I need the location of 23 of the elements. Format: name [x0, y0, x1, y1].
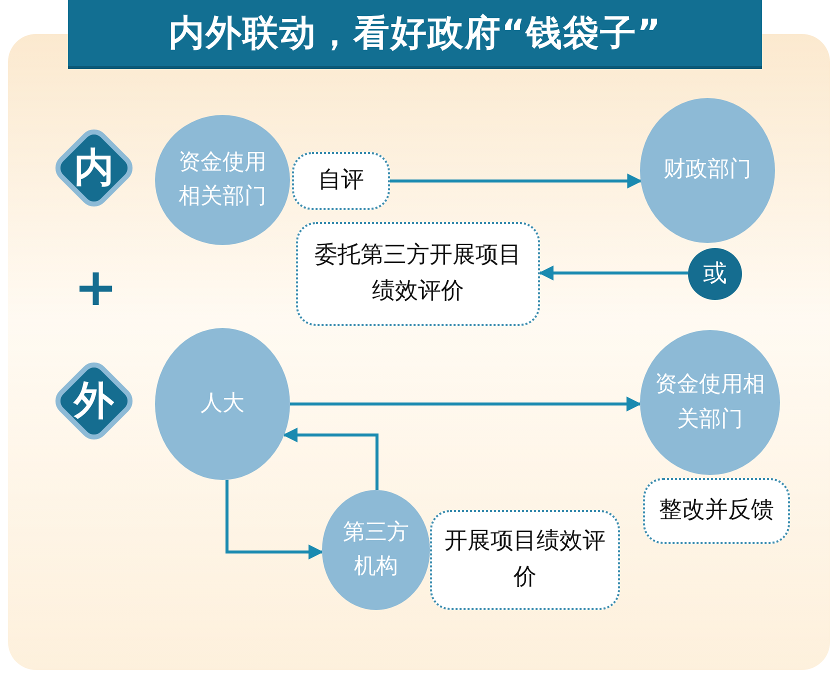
node-label: 外	[74, 377, 114, 426]
node-label: 第三方机构	[342, 518, 410, 581]
plus-label: +	[74, 262, 118, 314]
arrow	[226, 480, 324, 560]
node-label: 人大	[200, 390, 244, 418]
node-label: 资金使用相关部门	[654, 371, 766, 434]
arrow	[390, 174, 642, 188]
node-label: 整改并反馈	[659, 496, 774, 526]
note-box	[643, 478, 790, 544]
arrow	[290, 396, 642, 412]
arrow	[538, 266, 688, 280]
title-text: 内外联动，看好政府“钱袋子”	[168, 12, 662, 56]
node-label: 开展项目绩效评价	[444, 527, 606, 592]
arrow	[282, 428, 378, 490]
node-label: 内	[74, 144, 114, 193]
node-label: 财政部门	[664, 156, 752, 184]
node-label: 资金使用相关部门	[178, 148, 268, 211]
note-box	[292, 152, 390, 210]
node-label: 委托第三方开展项目绩效评价	[314, 241, 522, 306]
note-box	[296, 222, 540, 326]
node-label: 自评	[318, 166, 364, 196]
note-box	[430, 510, 620, 610]
node-label: 或	[703, 258, 727, 290]
